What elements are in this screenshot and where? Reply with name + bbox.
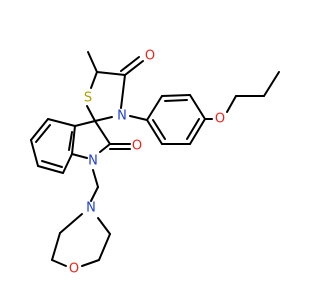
atom-n-thiazolidine: N [117, 109, 127, 124]
bond-c2-n [99, 143, 111, 153]
molecule-structure: S N O O O N N O [30, 49, 280, 277]
bond-bz-6-inner [68, 131, 73, 151]
bond-c3a-spiro [74, 120, 96, 127]
bond-bz-1 [47, 118, 76, 127]
bond-morph-2 [98, 233, 111, 261]
bond-c5-s [90, 71, 98, 89]
bond-bz-2 [30, 118, 49, 141]
bond-ch2-ch3 [263, 71, 280, 97]
bond-c4-o-double [120, 56, 140, 72]
atom-o-propoxy: O [215, 112, 225, 127]
bond-s-spiro [86, 105, 96, 122]
bond-morph-6 [59, 213, 83, 234]
bond-ar-3 [189, 94, 206, 120]
bond-c5-c4 [96, 71, 126, 76]
bond-morph-5 [51, 232, 61, 261]
bond-group [30, 51, 280, 267]
bond-bz-4-inner [41, 160, 63, 168]
bond-spiro-n [94, 116, 113, 122]
bond-ch2-nmorph [90, 186, 99, 202]
bond-morph-4 [51, 259, 67, 267]
bond-bz-4 [37, 165, 64, 174]
bond-bz-2-inner [35, 124, 51, 143]
bond-c4-n [120, 74, 126, 109]
bond-ar-2 [161, 94, 191, 97]
bond-morph-1 [97, 217, 111, 235]
bond-c4-o [124, 60, 144, 76]
atom-o-thiazolidinone: O [145, 49, 155, 64]
bond-bz-3 [30, 139, 39, 167]
bond-spiro-c2 [94, 120, 111, 145]
atom-o-morpholine: O [69, 262, 79, 277]
bond-methyl [87, 51, 98, 73]
atom-n-indole: N [88, 154, 98, 169]
bond-ar-4-inner [186, 118, 200, 140]
bond-ar-4 [189, 118, 206, 145]
bond-ar-2-inner [164, 99, 188, 102]
bond-ar-6-inner [152, 119, 166, 140]
atom-o-oxindole: O [132, 139, 142, 154]
bond-ar-6 [146, 119, 163, 145]
bond-n-ch2 [92, 169, 99, 188]
bond-n-c7a [71, 153, 88, 159]
bond-bz-5 [62, 153, 73, 174]
bond-o-ch2 [226, 95, 237, 113]
bond-morph-3 [81, 259, 100, 267]
bond-c7a-c3a [71, 125, 76, 155]
structure-canvas: S N O O O N N O [30, 48, 280, 277]
atom-s: S [84, 91, 92, 106]
bond-n-aryl [129, 115, 148, 121]
atom-labels: S N O O O N N O [69, 49, 225, 277]
atom-n-morpholine: N [86, 201, 96, 216]
bond-ar-1 [146, 95, 163, 121]
